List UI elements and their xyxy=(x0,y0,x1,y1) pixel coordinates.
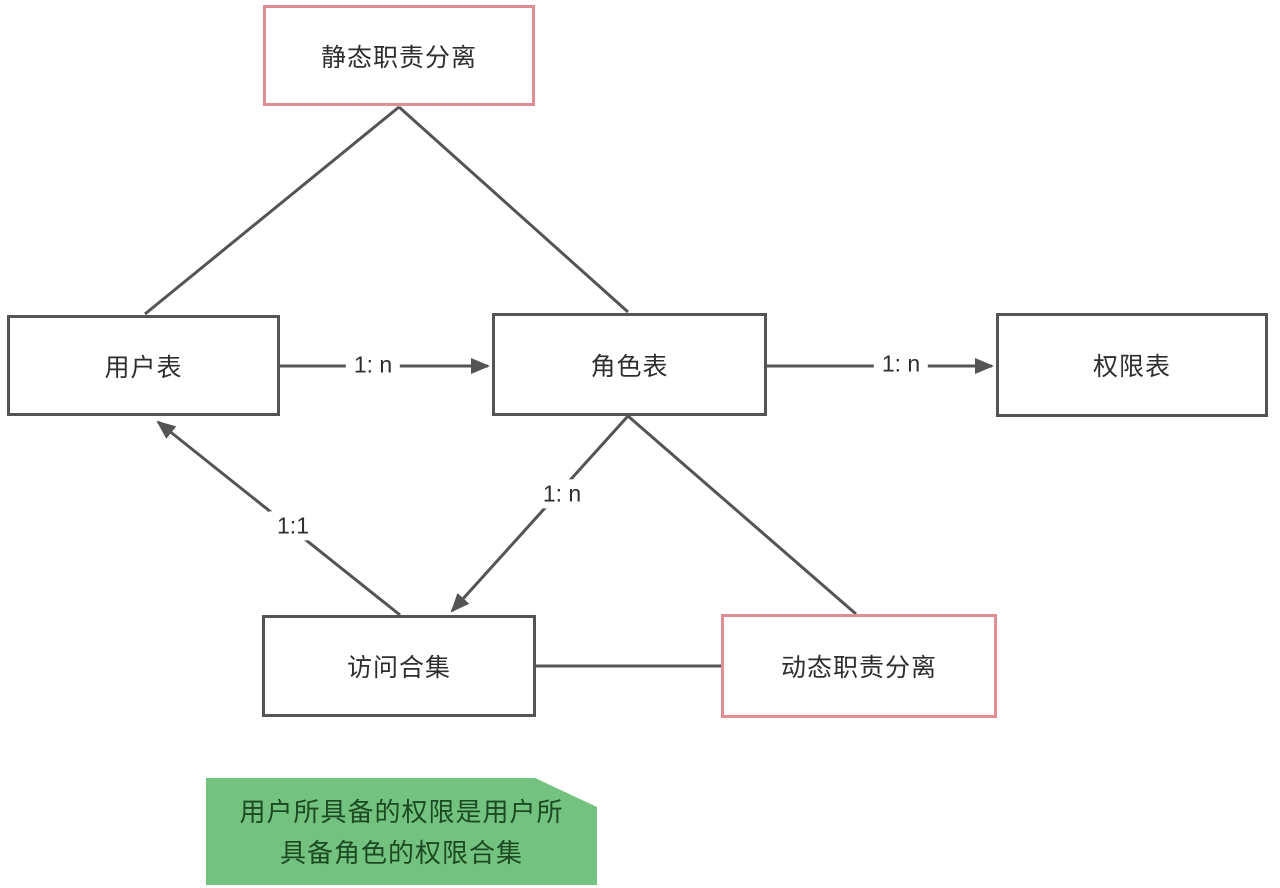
node-role-table: 角色表 xyxy=(492,313,767,416)
node-label: 权限表 xyxy=(1092,353,1171,381)
node-label: 静态职责分离 xyxy=(320,43,477,72)
edge-label-user-to-role: 1: n xyxy=(345,350,401,380)
edge-staticsod-roletable xyxy=(397,105,630,314)
node-access-set: 访问合集 xyxy=(262,615,536,717)
edge-staticsod-usertable xyxy=(144,105,400,316)
node-label: 用户表 xyxy=(104,353,183,382)
edge-label-access-to-user: 1:1 xyxy=(269,511,317,541)
edge-label-role-to-permission: 1: n xyxy=(873,349,929,379)
note-text: 用户所具备的权限是用户所具备角色的权限合集 xyxy=(239,797,564,868)
node-label: 访问合集 xyxy=(346,654,451,682)
edge-roletable-dynamicsod xyxy=(627,414,857,616)
node-label: 角色表 xyxy=(590,352,669,381)
node-dynamic-separation-of-duties: 动态职责分离 xyxy=(721,614,997,718)
node-user-table: 用户表 xyxy=(7,315,280,416)
edge-label-role-to-access: 1: n xyxy=(534,479,590,509)
edge-roletable-accessset xyxy=(450,414,630,613)
node-permission-table: 权限表 xyxy=(996,313,1268,417)
node-static-separation-of-duties: 静态职责分离 xyxy=(263,5,535,106)
node-label: 动态职责分离 xyxy=(780,654,937,682)
note-folded-corner: 用户所具备的权限是用户所具备角色的权限合集 xyxy=(206,778,597,885)
